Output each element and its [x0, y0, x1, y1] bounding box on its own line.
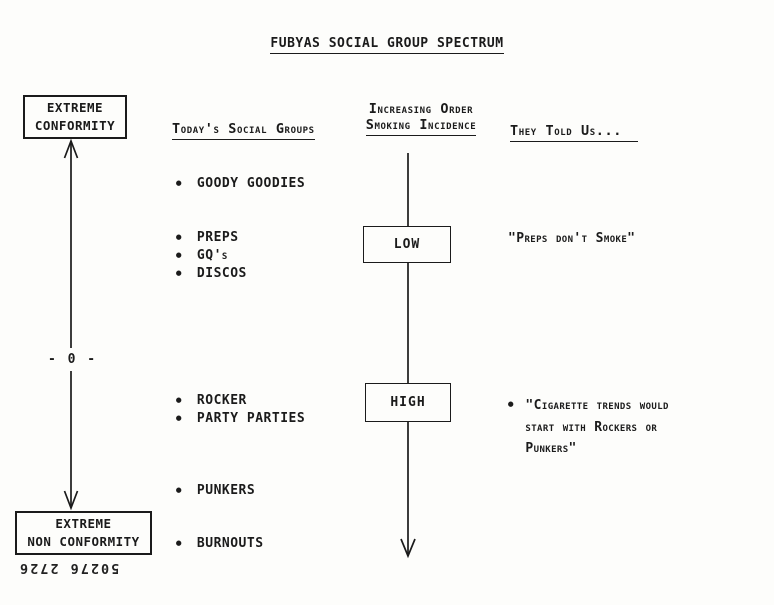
extreme-non-conformity-box: EXTREME NON CONFORMITY [15, 511, 152, 555]
list-item-party-parties: ● PARTY PARTIES [176, 411, 305, 426]
group-label: ROCKER [196, 393, 247, 408]
bullet-icon: ● [508, 399, 514, 410]
cigarette-quote-line1: "Cigarette trends would [525, 398, 669, 413]
cigarette-quote: ● "Cigarette trends would start with Roc… [508, 395, 669, 460]
bullet-icon: ● [176, 485, 182, 496]
high-incidence-label: HIGH [390, 395, 426, 410]
they-told-us-header-text: They Told Us... [510, 123, 638, 142]
conformity-axis-arrow [63, 138, 79, 511]
extreme-conformity-box: EXTREME CONFORMITY [23, 95, 127, 139]
low-incidence-box: LOW [363, 226, 451, 263]
low-incidence-label: LOW [393, 237, 421, 252]
extreme-conformity-line1: EXTREME [46, 99, 104, 115]
bullet-icon: ● [176, 250, 182, 261]
document-stamp-number: 50276 2726 [18, 560, 120, 576]
list-item-goody-goodies: ● GOODY GOODIES [176, 176, 305, 191]
high-incidence-box: HIGH [365, 383, 451, 422]
list-item-rocker: ● ROCKER [176, 393, 247, 408]
group-label: BURNOUTS [196, 536, 264, 551]
smoking-incidence-header: Increasing Order Smoking Incidence [346, 101, 496, 136]
smoking-incidence-axis-arrow [400, 153, 416, 559]
they-told-us-header: They Told Us... [510, 123, 638, 142]
social-groups-header-text: Today's Social Groups [172, 121, 315, 140]
group-label: PUNKERS [196, 483, 256, 498]
group-label: PARTY PARTIES [196, 411, 306, 426]
cigarette-quote-line2: start with Rockers or [525, 419, 658, 435]
extreme-conformity-line2: CONFORMITY [34, 118, 116, 133]
bullet-icon: ● [176, 538, 182, 549]
group-label: PREPS [196, 230, 239, 245]
extreme-non-conformity-line1: EXTREME [55, 515, 112, 531]
preps-quote: "Preps don't Smoke" [508, 231, 636, 246]
list-item-burnouts: ● BURNOUTS [176, 536, 264, 551]
group-label: GQ's [196, 248, 228, 263]
cigarette-quote-line3: Punkers" [525, 441, 577, 456]
title-row: FUBYAS SOCIAL GROUP SPECTRUM [0, 32, 774, 54]
group-label: GOODY GOODIES [196, 176, 306, 191]
list-item-gqs: ● GQ's [176, 248, 228, 263]
bullet-icon: ● [176, 268, 182, 279]
list-item-preps: ● PREPS [176, 230, 239, 245]
social-groups-header: Today's Social Groups [172, 121, 315, 140]
bullet-icon: ● [176, 232, 182, 243]
group-label: DISCOS [196, 266, 247, 281]
bullet-icon: ● [176, 395, 182, 406]
list-item-discos: ● DISCOS [176, 266, 247, 281]
page-title: FUBYAS SOCIAL GROUP SPECTRUM [270, 36, 504, 54]
smoking-incidence-header-line2: Smoking Incidence [365, 117, 477, 136]
list-item-punkers: ● PUNKERS [176, 483, 255, 498]
smoking-incidence-header-line1: Increasing Order [368, 101, 474, 117]
bullet-icon: ● [176, 413, 182, 424]
axis-midpoint-label: - 0 - [48, 352, 98, 367]
bullet-icon: ● [176, 178, 182, 189]
extreme-non-conformity-line2: NON CONFORMITY [27, 534, 140, 549]
